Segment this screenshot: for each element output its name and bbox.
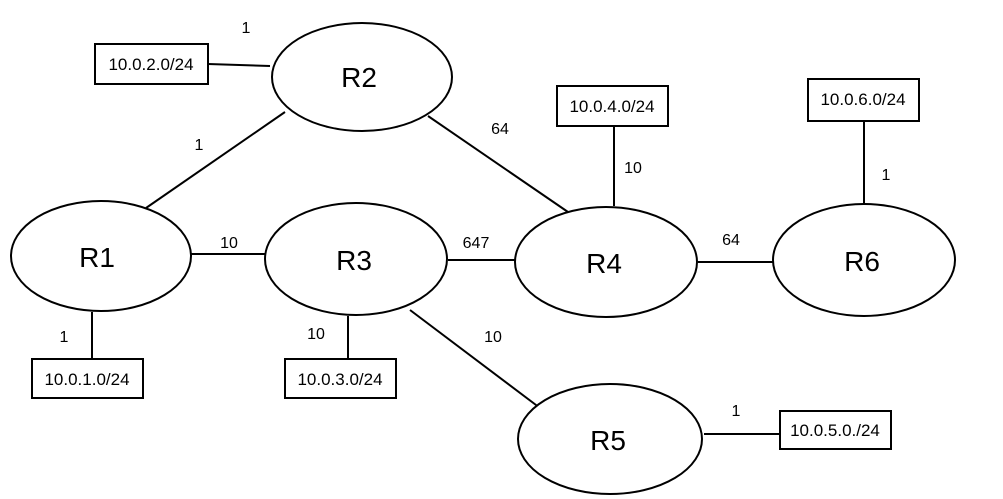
network-net3: 10.0.3.0/24 bbox=[284, 358, 397, 399]
router-r3: R3 bbox=[264, 202, 448, 316]
network-net6-label: 10.0.6.0/24 bbox=[820, 90, 905, 109]
cost-r3-r4: 647 bbox=[463, 235, 490, 252]
cost-r2-net2: 1 bbox=[242, 20, 251, 37]
router-r1-label: R1 bbox=[79, 242, 115, 273]
router-r6-label: R6 bbox=[844, 246, 880, 277]
router-r5-shape bbox=[517, 383, 703, 495]
router-r4-label: R4 bbox=[586, 248, 622, 279]
link-r2-r4 bbox=[427, 115, 569, 213]
router-r1: R1 bbox=[10, 200, 192, 312]
router-r6-shape bbox=[772, 203, 956, 317]
network-net5-box bbox=[779, 410, 892, 450]
network-net5-label: 10.0.5.0./24 bbox=[790, 421, 880, 440]
network-net3-box bbox=[284, 358, 397, 399]
router-r2-shape bbox=[271, 22, 453, 132]
network-net1: 10.0.1.0/24 bbox=[31, 358, 144, 399]
link-costs: 1 1 64 10 1 10 647 64 1 10 10 1 bbox=[60, 20, 891, 420]
network-net6: 10.0.6.0/24 bbox=[807, 78, 920, 122]
network-net2-box bbox=[94, 43, 209, 85]
router-r2: R2 bbox=[271, 22, 453, 132]
network-net4-box bbox=[556, 85, 669, 127]
router-r6: R6 bbox=[772, 203, 956, 317]
router-r3-shape bbox=[264, 202, 448, 316]
link-r2-net2 bbox=[207, 63, 271, 67]
router-r5: R5 bbox=[517, 383, 703, 495]
cost-r1-net1: 1 bbox=[60, 329, 69, 346]
network-net6-box bbox=[807, 78, 920, 122]
router-r5-label: R5 bbox=[590, 425, 626, 456]
router-r4-shape bbox=[514, 206, 698, 318]
cost-r1-r3: 10 bbox=[220, 235, 238, 252]
network-net1-label: 10.0.1.0/24 bbox=[44, 370, 129, 389]
network-net3-label: 10.0.3.0/24 bbox=[297, 370, 382, 389]
network-net2-label: 10.0.2.0/24 bbox=[108, 55, 193, 74]
cost-r4-r6: 64 bbox=[722, 232, 740, 249]
router-r1-shape bbox=[10, 200, 192, 312]
cost-r3-net3: 10 bbox=[307, 326, 325, 343]
cost-r1-r2: 1 bbox=[195, 137, 204, 154]
cost-r3-r5: 10 bbox=[484, 329, 502, 346]
cost-r5-net5: 1 bbox=[732, 403, 741, 420]
cost-r6-net6: 1 bbox=[882, 167, 891, 184]
links bbox=[91, 63, 865, 435]
router-r3-label: R3 bbox=[336, 245, 372, 276]
router-r4: R4 bbox=[514, 206, 698, 318]
link-r1-r2 bbox=[145, 111, 286, 209]
network-net1-box bbox=[31, 358, 144, 399]
router-r2-label: R2 bbox=[341, 62, 377, 93]
network-net4: 10.0.4.0/24 bbox=[556, 85, 669, 127]
link-r3-r5 bbox=[409, 309, 541, 409]
cost-r2-r4: 64 bbox=[491, 121, 509, 138]
cost-r4-net4: 10 bbox=[624, 160, 642, 177]
network-net4-label: 10.0.4.0/24 bbox=[569, 97, 654, 116]
network-net2: 10.0.2.0/24 bbox=[94, 43, 209, 85]
network-net5: 10.0.5.0./24 bbox=[779, 410, 892, 450]
